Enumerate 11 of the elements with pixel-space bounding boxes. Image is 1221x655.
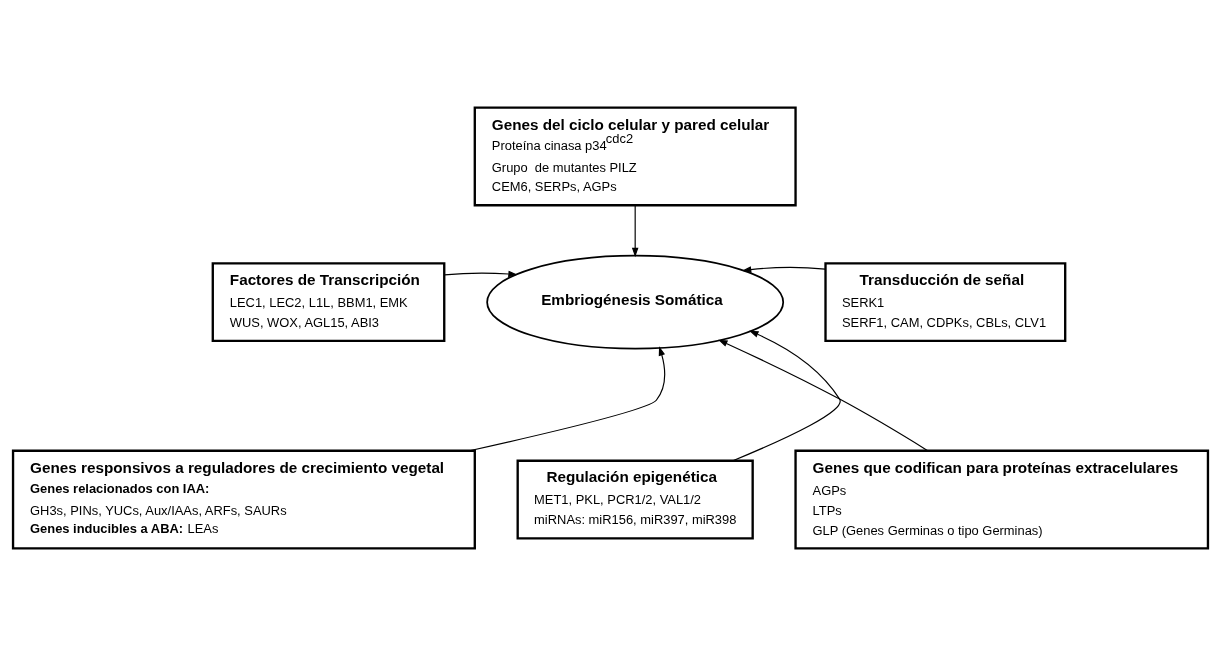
arrow — [718, 339, 929, 451]
node-box: Genes que codifican para proteínas extracelulares AGPs LTPs GLP (Genes Germinas o tipo Germinas) — [794, 449, 1210, 549]
arrow — [468, 345, 666, 451]
arrow — [741, 265, 826, 273]
node-box: Regulación epigenética MET1, PKL, PCR1/2, VAL1/2 miRNAs: miR156, miR397, miR398 — [516, 459, 754, 539]
node-box: Transducción de señal SERK1 SERF1, CAM, CDPKs, CBLs, CLV1 — [824, 261, 1067, 342]
node-box: Factores de Transcripción LEC1, LEC2, L1L, BBM1, EMK WUS, WOX, AGL15, ABI3 — [211, 261, 446, 342]
arrow — [732, 330, 841, 461]
arrow — [443, 270, 518, 277]
arrow — [631, 204, 639, 257]
node-box: Genes responsivos a reguladores de crecimiento vegetal Genes relacionados con IAA: GH3s, PINs, YUCs, Aux/IAAs, ARFs, SAURs Genes inducibles a ABA: LEAs — [11, 449, 476, 549]
